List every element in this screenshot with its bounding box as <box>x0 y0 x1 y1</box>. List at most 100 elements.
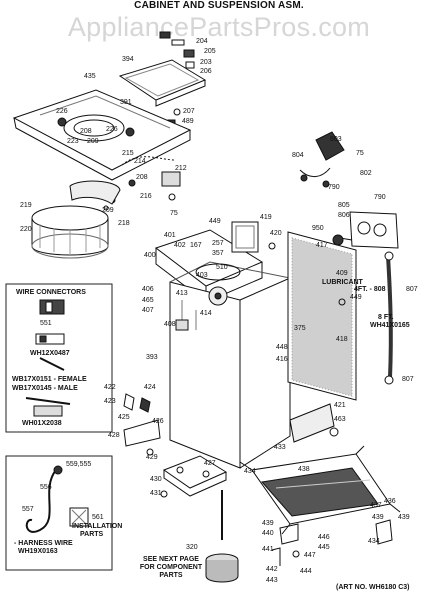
callout-407: 407 <box>142 307 154 314</box>
callout-434-b: 434 <box>368 538 380 545</box>
callout-435: 435 <box>84 73 96 80</box>
callout-433: 433 <box>274 444 286 451</box>
harness-wire-label: - HARNESS WIRE <box>14 540 73 547</box>
callout-409: 409 <box>336 270 348 277</box>
harness-box <box>5 455 113 571</box>
tub-ring <box>31 180 121 259</box>
callout-443: 443 <box>266 577 278 584</box>
art-number: (ART NO. WH6180 C3) <box>336 584 410 591</box>
callout-393: 393 <box>146 354 158 361</box>
callout-429: 429 <box>146 454 158 461</box>
callout-219: 219 <box>20 202 32 209</box>
callout-209-a: 209 <box>87 138 99 145</box>
callout-440: 440 <box>262 530 274 537</box>
callout-416: 416 <box>276 356 288 363</box>
callout-427: 427 <box>204 460 216 467</box>
front-brace <box>289 403 339 443</box>
connector-wb17x0151: WB17X0151 - FEMALE <box>12 376 87 383</box>
switch-hardware <box>103 156 181 211</box>
callout-561: 561 <box>92 514 104 521</box>
callout-489: 489 <box>182 118 194 125</box>
callout-790-a: 790 <box>328 184 340 191</box>
callout-424: 424 <box>144 384 156 391</box>
callout-226-a: 226 <box>56 108 68 115</box>
callout-428: 428 <box>108 432 120 439</box>
callout-402: 402 <box>174 242 186 249</box>
hose-4ft-note: 4FT. - 808 <box>354 286 386 293</box>
hose-8ft-note: 8 FT. <box>378 314 394 321</box>
connector-wh01x2038: WH01X2038 <box>22 420 62 427</box>
callout-419: 419 <box>260 214 272 221</box>
callout-439-c: 439 <box>262 520 274 527</box>
hoses <box>338 251 394 385</box>
callout-400: 400 <box>144 252 156 259</box>
leg-parts <box>271 519 393 566</box>
callout-357: 357 <box>212 250 224 257</box>
callout-423: 423 <box>104 398 116 405</box>
callout-203: 203 <box>200 59 212 66</box>
callout-790-b: 790 <box>374 194 386 201</box>
callout-413: 413 <box>176 290 188 297</box>
callout-449-b: 449 <box>350 294 362 301</box>
callout-439-a: 439 <box>372 514 384 521</box>
callout-408: 408 <box>164 321 176 328</box>
harness-icon <box>25 465 89 533</box>
callout-406: 406 <box>142 286 154 293</box>
cabinet <box>154 229 291 469</box>
callout-802: 802 <box>360 170 372 177</box>
callout-401: 401 <box>164 232 176 239</box>
harness-part: WH19X0163 <box>18 548 58 555</box>
brackets <box>123 393 161 456</box>
callout-216: 216 <box>140 193 152 200</box>
callout-205: 205 <box>204 48 216 55</box>
callout-425: 425 <box>118 414 130 421</box>
installation-parts-label: PARTS <box>80 531 104 538</box>
callout-803: 803 <box>330 136 342 143</box>
connector-icons <box>25 299 71 417</box>
callout-805: 805 <box>338 202 350 209</box>
callout-208-a: 208 <box>80 128 92 135</box>
callout-551: 551 <box>40 320 52 327</box>
callout-436: 436 <box>384 498 396 505</box>
callout-510: 510 <box>216 264 228 271</box>
callout-226-b: 226 <box>106 126 118 133</box>
callout-212: 212 <box>175 165 187 172</box>
top-cover <box>12 89 192 181</box>
callout-220: 220 <box>20 226 32 233</box>
callout-444: 444 <box>300 568 312 575</box>
callout-434-a: 434 <box>244 468 256 475</box>
callout-391: 391 <box>120 99 132 106</box>
callout-420: 420 <box>270 230 282 237</box>
connector-wb17x0145: WB17X0145 - MALE <box>12 385 78 392</box>
callout-430: 430 <box>150 476 162 483</box>
see-next-line-2: FOR COMPONENT <box>139 564 203 571</box>
hose-8ft-part: WH41X0165 <box>370 322 410 329</box>
callout-448: 448 <box>276 344 288 351</box>
callout-208-b: 208 <box>136 174 148 181</box>
callout-207: 207 <box>183 108 195 115</box>
callout-807-a: 807 <box>406 286 418 293</box>
see-next-line-3: PARTS <box>159 572 183 579</box>
callout-559-555: 559,555 <box>66 461 92 468</box>
callout-417: 417 <box>316 242 328 249</box>
installation-label: INSTALLATION <box>72 523 123 530</box>
suspension-base <box>239 445 401 535</box>
callout-441: 441 <box>262 546 274 553</box>
callout-807-b: 807 <box>402 376 414 383</box>
callout-445: 445 <box>318 544 330 551</box>
callout-557: 557 <box>22 506 34 513</box>
callout-556: 556 <box>40 484 52 491</box>
callout-421: 421 <box>334 402 346 409</box>
callout-375: 375 <box>294 325 306 332</box>
callout-804: 804 <box>292 152 304 159</box>
callout-209-b: 209 <box>102 207 114 214</box>
base-plate <box>160 455 228 498</box>
connector-wh12x0487: WH12X0487 <box>30 350 70 357</box>
callout-447: 447 <box>304 552 316 559</box>
callout-257: 257 <box>212 240 224 247</box>
water-valve <box>299 131 399 249</box>
callout-438: 438 <box>298 466 310 473</box>
lid <box>118 59 207 107</box>
